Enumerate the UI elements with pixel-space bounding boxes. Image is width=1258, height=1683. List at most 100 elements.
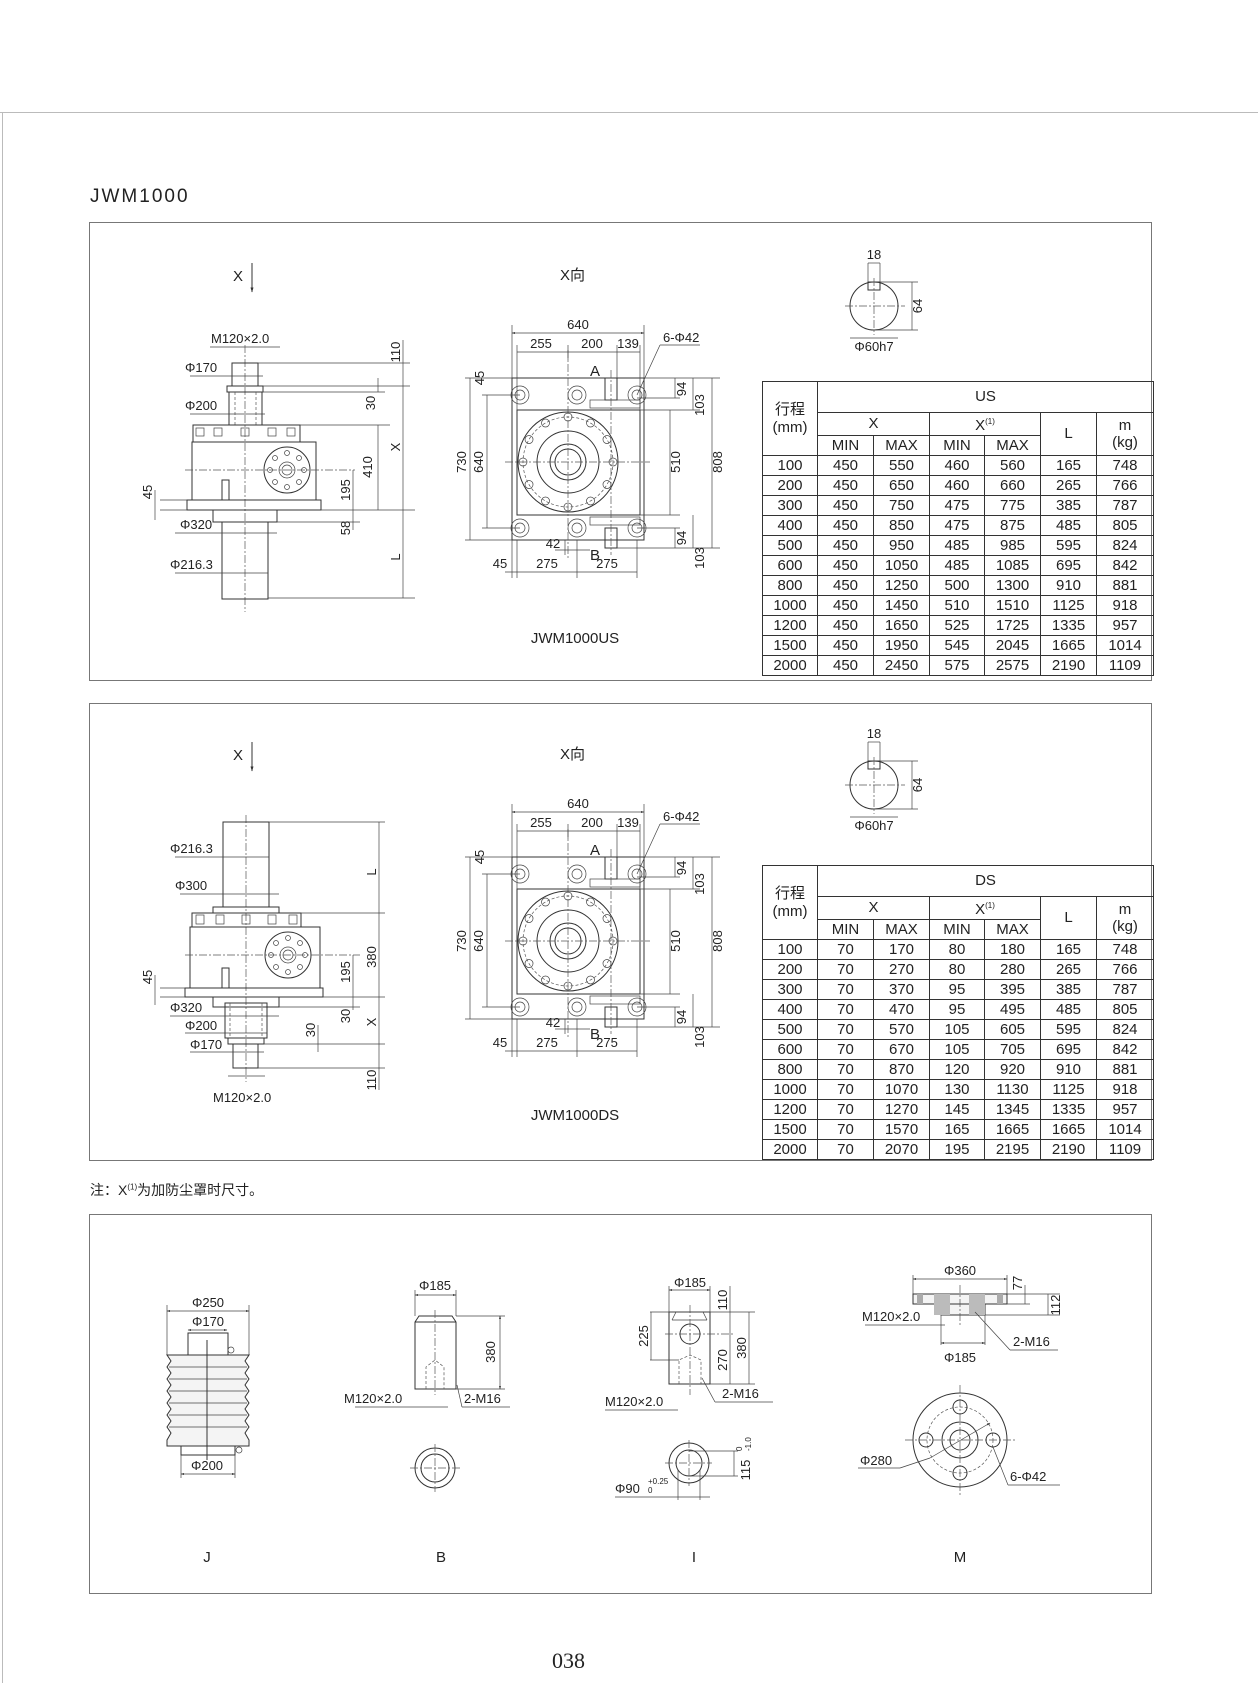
header-min: MIN (817, 919, 874, 940)
bolt-hole (586, 897, 595, 907)
dimension-label: 640 (471, 451, 486, 473)
table-cell: 950 (873, 535, 930, 556)
table-cell: 475 (929, 495, 985, 516)
table-cell: 1109 (1096, 1139, 1154, 1160)
us-front-view: X向 (454, 247, 925, 647)
dimension-label: +0.25 (648, 1477, 669, 1486)
table-cell: 1000 (762, 595, 818, 616)
table-cell: 450 (817, 655, 874, 676)
accessory-i: Φ185 110 225 270 380 M120×2.0 2-M16 Φ90 … (605, 1275, 773, 1566)
table-cell: 265 (1040, 959, 1097, 980)
dimension-label: 18 (867, 247, 881, 262)
table-cell: 460 (929, 475, 985, 496)
table-cell: 1125 (1040, 1079, 1097, 1100)
table-cell: 70 (817, 1079, 874, 1100)
table-cell: 1345 (984, 1099, 1041, 1120)
dimension-label: 275 (536, 1035, 558, 1050)
dimension-label: 30 (338, 1009, 353, 1023)
table-cell: 450 (817, 555, 874, 576)
dimension-label: 225 (636, 1325, 651, 1347)
table-cell: 545 (929, 635, 985, 656)
dimension-label: M120×2.0 (605, 1394, 663, 1409)
dimension-label: M120×2.0 (344, 1391, 402, 1406)
dimension-label: 2-M16 (464, 1391, 501, 1406)
bolt-hole (541, 975, 550, 985)
dimension-label: Φ200 (191, 1458, 223, 1473)
table-cell: 495 (984, 999, 1041, 1020)
dimension-label: 640 (567, 317, 589, 332)
dimension-label: Φ360 (944, 1263, 976, 1278)
table-cell: 95 (929, 979, 985, 1000)
dimension-label: 30 (363, 396, 378, 410)
table-cell: 748 (1096, 939, 1154, 960)
table-cell: 450 (817, 615, 874, 636)
dimension-label: 139 (617, 815, 639, 830)
accessory-m: Φ360 77 112 M120×2.0 2-M16 Φ185 Φ280 6-Φ… (858, 1263, 1063, 1566)
dimension-label: 380 (483, 1341, 498, 1363)
table-cell: 800 (762, 575, 818, 596)
table-cell: 824 (1096, 1019, 1154, 1040)
header-mass: m(kg) (1096, 412, 1154, 456)
dimension-label: Φ216.3 (170, 557, 213, 572)
table-cell: 1130 (984, 1079, 1041, 1100)
table-cell: 2190 (1040, 1139, 1097, 1160)
table-cell: 450 (817, 595, 874, 616)
header-mass: m(kg) (1096, 896, 1154, 940)
table-cell: 695 (1040, 1039, 1097, 1060)
table-cell: 70 (817, 939, 874, 960)
dimension-label: 45 (472, 371, 487, 385)
header-max: MAX (873, 435, 930, 456)
dimension-label: 510 (668, 930, 683, 952)
table-cell: 2195 (984, 1139, 1041, 1160)
table-cell: 570 (873, 1019, 930, 1040)
dimension-label: 275 (536, 556, 558, 571)
dimension-label: 45 (493, 556, 507, 571)
dimension-label: M120×2.0 (211, 331, 269, 346)
page-edge-line (2, 112, 3, 1683)
dimension-label: 200 (581, 336, 603, 351)
page-number: 038 (552, 1648, 585, 1673)
dimension-label: 808 (710, 930, 725, 952)
table-cell: 766 (1096, 475, 1154, 496)
table-cell: 200 (762, 475, 818, 496)
dimension-label: Φ280 (860, 1453, 892, 1468)
table-cell: 1014 (1096, 1119, 1154, 1140)
table-cell: 1200 (762, 615, 818, 636)
table-cell: 850 (873, 515, 930, 536)
header-stroke: 行程(mm) (762, 865, 818, 940)
header-l: L (1040, 896, 1097, 940)
table-cell: 650 (873, 475, 930, 496)
drawing-caption: JWM1000US (531, 630, 619, 647)
page-edge-line (0, 112, 1258, 113)
dimension-label: B (590, 547, 600, 564)
table-cell: 2000 (762, 655, 818, 676)
dimension-label: Φ300 (175, 878, 207, 893)
dimension-label: 112 (1048, 1295, 1063, 1316)
dimension-label: 110 (715, 1290, 730, 1311)
table-cell: 2070 (873, 1139, 930, 1160)
table-cell: 1950 (873, 635, 930, 656)
dimension-label: Φ200 (185, 398, 217, 413)
table-cell: 95 (929, 999, 985, 1020)
table-cell: 70 (817, 1139, 874, 1160)
dimension-label: 139 (617, 336, 639, 351)
dimension-label: A (590, 363, 600, 380)
table-cell: 70 (817, 979, 874, 1000)
table-cell: 400 (762, 999, 818, 1020)
table-cell: 130 (929, 1079, 985, 1100)
dimension-label: Φ185 (944, 1350, 976, 1365)
dimension-label: Φ170 (192, 1314, 224, 1329)
dimension-label: 270 (715, 1349, 730, 1371)
dimension-label: Φ185 (419, 1278, 451, 1293)
dimension-label: 94 (674, 861, 689, 875)
dimension-label: 110 (388, 342, 403, 363)
dimension-label: 2-M16 (722, 1386, 759, 1401)
